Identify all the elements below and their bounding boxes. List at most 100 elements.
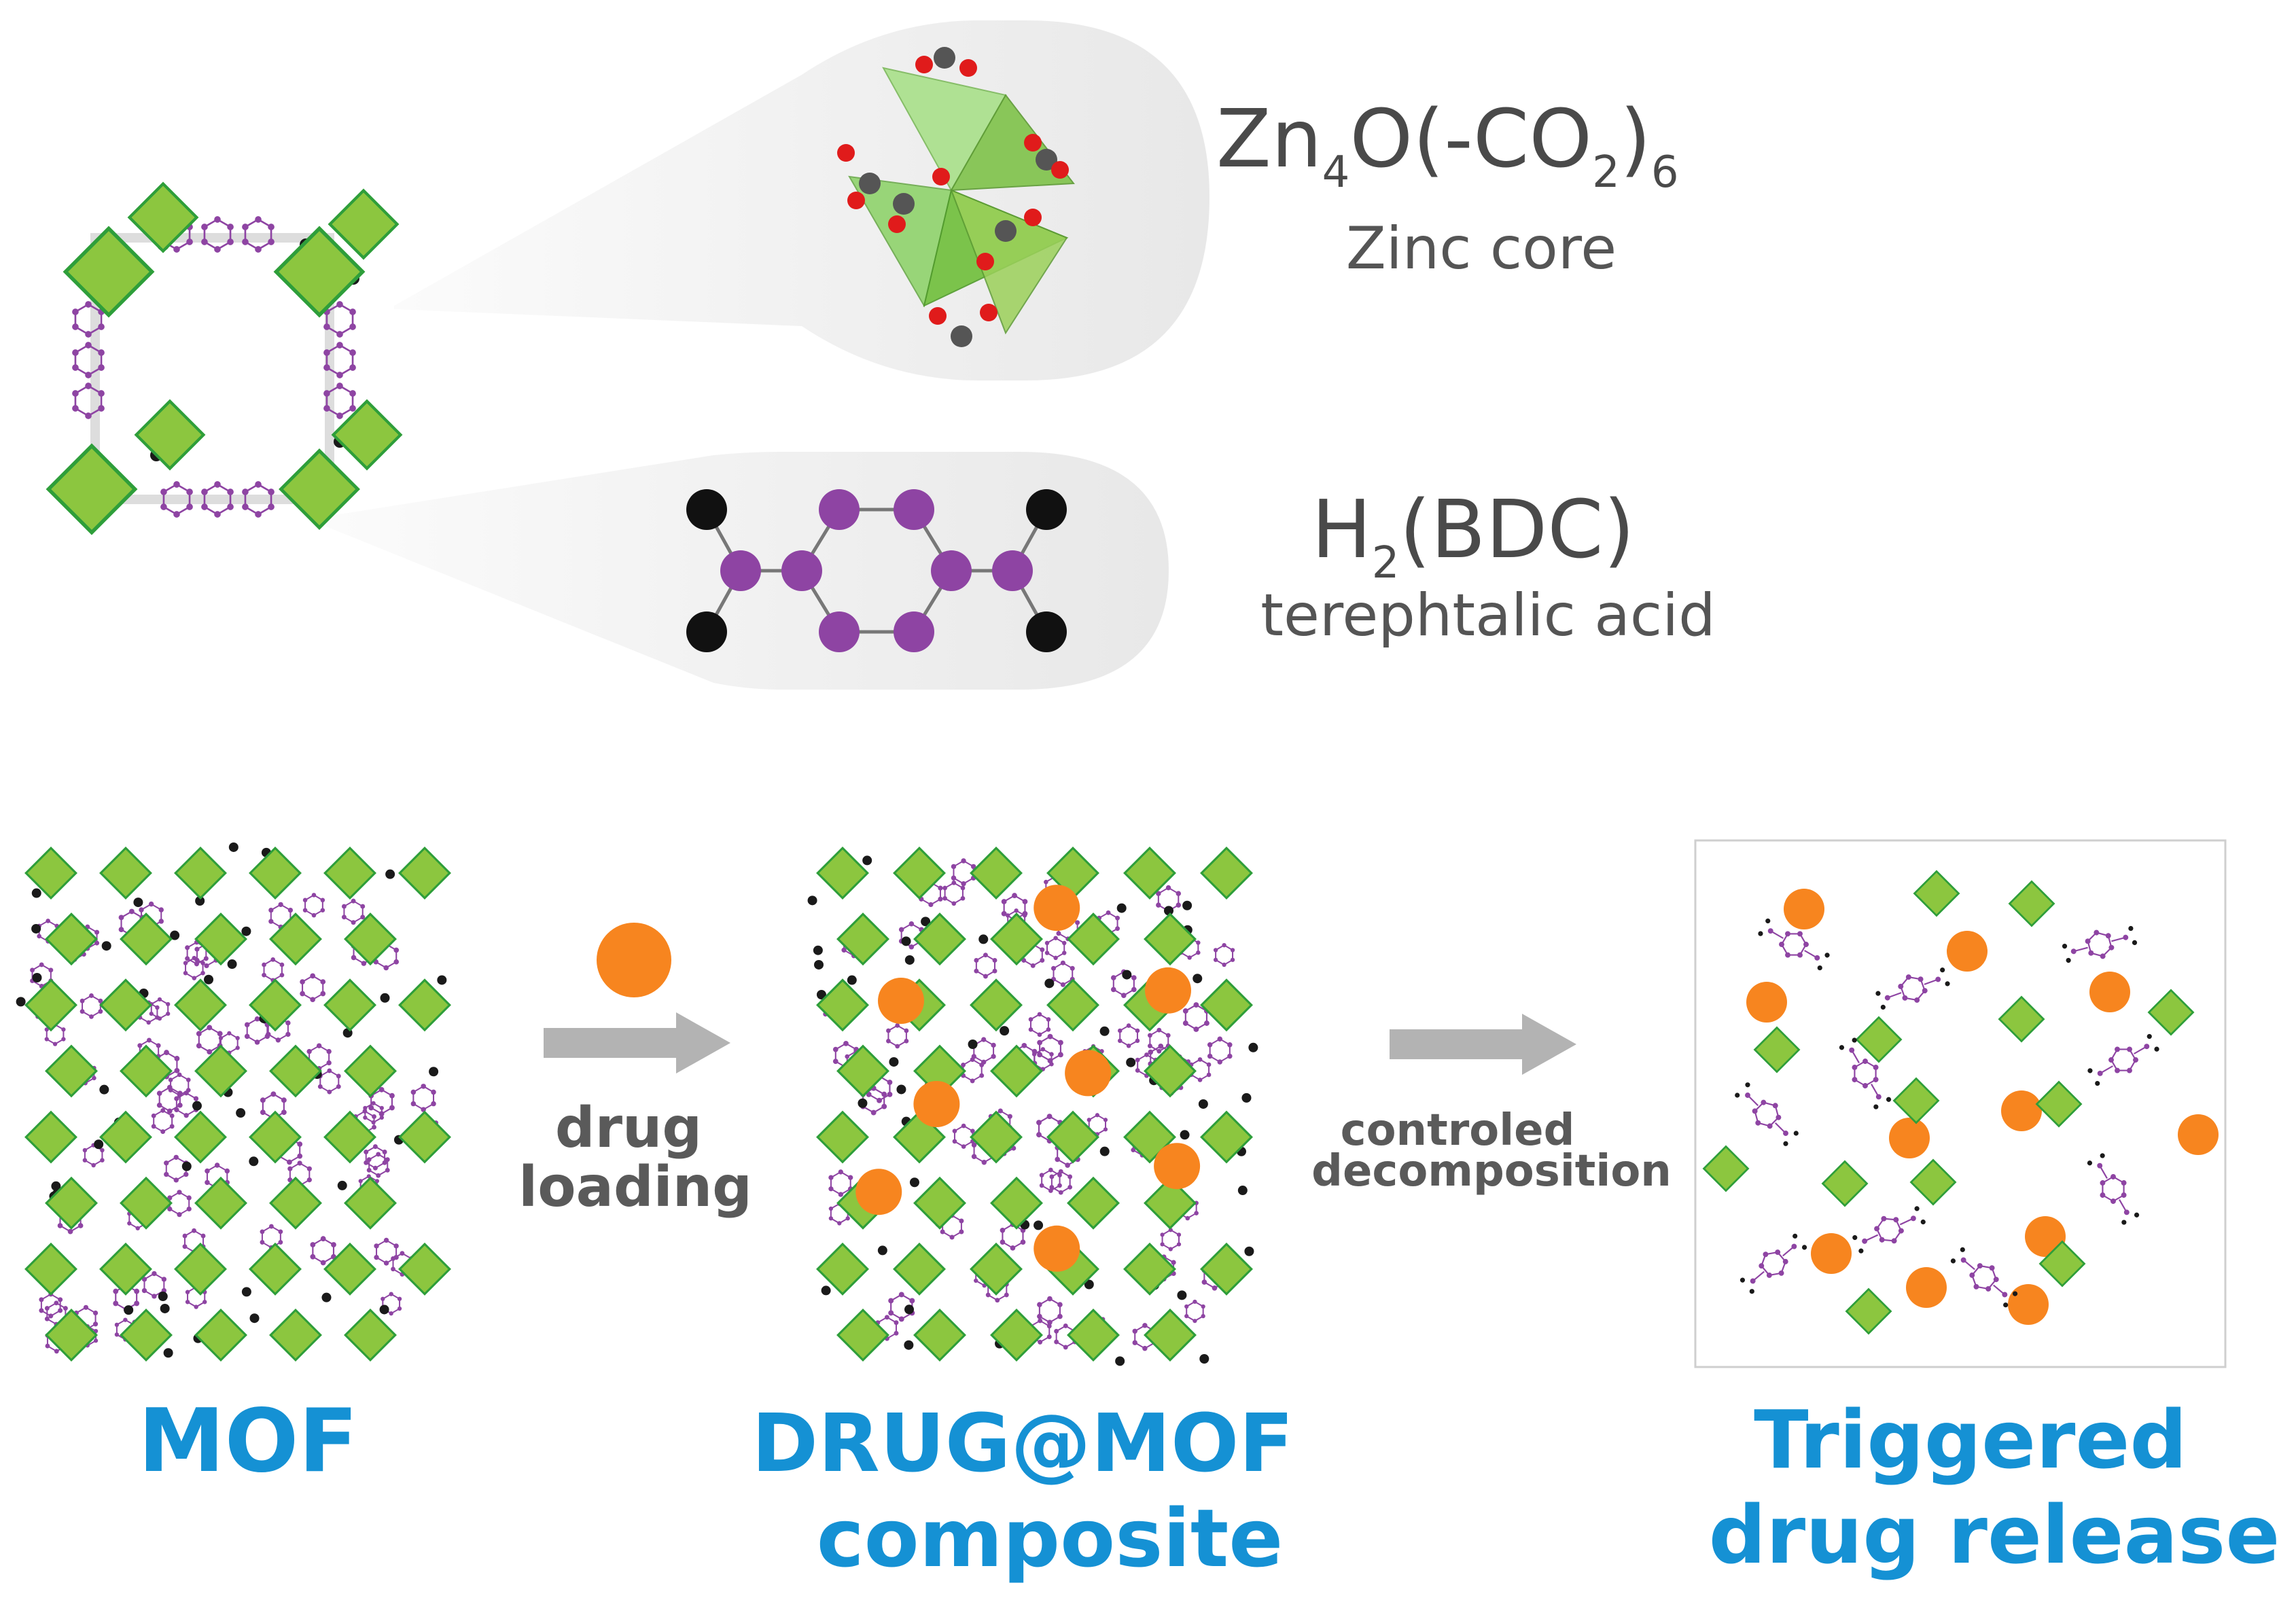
metal-node-icon — [45, 1176, 98, 1230]
metal-node-icon — [249, 1110, 302, 1164]
metal-node-icon — [1046, 1110, 1099, 1164]
metal-node-icon — [344, 1309, 397, 1362]
metal-node-icon — [269, 912, 322, 966]
linker-ring-icon — [1213, 943, 1235, 967]
linker-ring-icon — [942, 881, 966, 906]
bdc-linker-icon — [2087, 1153, 2140, 1225]
metal-node-icon — [99, 1110, 152, 1164]
metal-node-icon — [249, 978, 302, 1032]
metal-node-icon — [174, 847, 227, 900]
drug-icon — [855, 1169, 902, 1215]
bdc-linker-icon — [1852, 1206, 1926, 1254]
metal-node-icon — [1913, 870, 1960, 917]
arrow-right-icon — [1390, 1014, 1576, 1075]
drug-icon — [2089, 972, 2130, 1012]
metal-node-icon — [1200, 1110, 1253, 1164]
metal-node-icon — [2038, 1240, 2086, 1288]
metal-node-icon — [990, 1176, 1043, 1230]
linker-ring-icon — [72, 301, 105, 338]
drug-icon — [2178, 1114, 2219, 1155]
metal-node-icon — [1144, 1309, 1197, 1362]
linker-ring-icon — [168, 1072, 191, 1098]
drug-icon — [2008, 1284, 2049, 1325]
linker-ring-icon — [1898, 974, 1928, 1003]
linker-ring-icon — [167, 1190, 192, 1218]
drug-icon — [1154, 1143, 1201, 1190]
metal-node-icon — [816, 1110, 869, 1164]
zinc-core-caption: Zinc core — [1346, 215, 1617, 283]
linker-ring-icon — [1117, 1023, 1140, 1048]
metal-node-icon — [970, 978, 1023, 1032]
linker-ring-icon — [201, 216, 234, 253]
linker-ring-icon — [974, 953, 997, 979]
linker-ring-icon — [1969, 1263, 1999, 1292]
linker-ring-icon — [160, 481, 193, 518]
metal-node-icon — [1144, 912, 1197, 966]
metal-node-icon — [913, 1309, 966, 1362]
linker-ring-icon — [363, 1101, 384, 1125]
metal-node-icon — [194, 1176, 247, 1230]
metal-node-icon — [120, 1309, 173, 1362]
metal-node-icon — [970, 847, 1023, 900]
metal-node-icon — [174, 978, 227, 1032]
metal-node-icon — [194, 1309, 247, 1362]
metal-node-icon — [120, 912, 173, 966]
metal-node-icon — [1855, 1016, 1903, 1063]
drug-icon — [1947, 931, 1988, 972]
metal-node-icon — [323, 978, 376, 1032]
linker-ring-icon — [183, 955, 205, 980]
metal-node-icon — [836, 1044, 889, 1098]
stage-label-release-line2: drug release — [1709, 1488, 2280, 1582]
drug-icon — [2025, 1216, 2066, 1257]
metal-node-icon — [344, 1176, 397, 1230]
drug-icon — [1784, 889, 1824, 929]
linker-ring-icon — [1036, 1114, 1063, 1144]
metal-node-icon — [24, 1110, 77, 1164]
metal-node-icon — [99, 1242, 152, 1296]
drug-icon — [597, 923, 671, 997]
bdc-linker-icon — [1839, 1037, 1892, 1109]
linker-ring-icon — [374, 1237, 399, 1266]
zinc-core-callout — [394, 20, 1209, 380]
metal-node-icon — [990, 1044, 1043, 1098]
drug-loading-step: drug loading — [518, 923, 752, 1220]
linker-formula-rest: (BDC) — [1399, 482, 1634, 576]
metal-node-icon — [913, 912, 966, 966]
metal-node-icon — [269, 1044, 322, 1098]
linker-ring-icon — [242, 216, 275, 253]
metal-node-icon — [398, 1242, 451, 1296]
linker-ring-icon — [886, 1023, 909, 1049]
metal-node-icon — [1200, 1242, 1253, 1296]
linker-formula: H2(BDC) terephtalic acid — [1260, 482, 1715, 650]
metal-node-icon — [127, 181, 199, 253]
metal-node-icon — [836, 912, 889, 966]
metal-node-icon — [398, 1110, 451, 1164]
drug-icon — [2001, 1090, 2042, 1131]
metal-node-icon — [249, 847, 302, 900]
metal-node-icon — [269, 1176, 322, 1230]
metal-node-icon — [45, 912, 98, 966]
linker-ring-icon — [364, 1144, 387, 1171]
metal-node-icon — [398, 847, 451, 900]
linker-caption: terephtalic acid — [1260, 582, 1715, 650]
linker-formula-main: H — [1311, 482, 1372, 576]
linker-ring-icon — [1759, 1249, 1788, 1278]
drug-release-panel — [1694, 839, 2227, 1368]
linker-ring-icon — [1039, 1167, 1062, 1193]
arrow-right-icon — [544, 1012, 730, 1073]
drug-mof-crystal — [807, 847, 1258, 1366]
metal-node-icon — [816, 1242, 869, 1296]
drug-icon — [1811, 1233, 1852, 1274]
bdc-linker-icon — [1758, 918, 1830, 971]
linker-ring-icon — [1147, 1027, 1171, 1054]
metal-node-icon — [990, 1309, 1043, 1362]
metal-node-icon — [1200, 978, 1253, 1032]
metal-node-icon — [344, 912, 397, 966]
metal-node-icon — [24, 1242, 77, 1296]
drug-loading-label-line1: drug — [555, 1096, 702, 1160]
zinc-formula-close: ) — [1620, 92, 1651, 185]
metal-node-icon — [174, 1110, 227, 1164]
drug-icon — [1034, 885, 1080, 931]
linker-ring-icon — [72, 342, 105, 378]
linker-ring-icon — [410, 1084, 436, 1112]
